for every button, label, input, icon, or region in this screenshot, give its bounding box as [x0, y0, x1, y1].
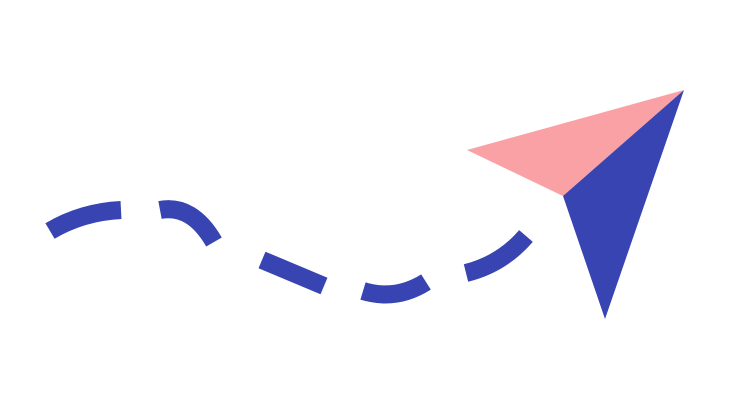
plane-bottom-wing — [563, 90, 684, 319]
trail-dash — [45, 201, 122, 239]
paper-plane-icon — [467, 90, 684, 319]
trail-dash — [360, 274, 431, 304]
dashed-trail-icon — [45, 200, 533, 304]
trail-dash — [158, 200, 222, 247]
plane-top-wing — [467, 90, 684, 196]
trail-dash — [258, 251, 328, 295]
trail-dash — [463, 229, 533, 282]
